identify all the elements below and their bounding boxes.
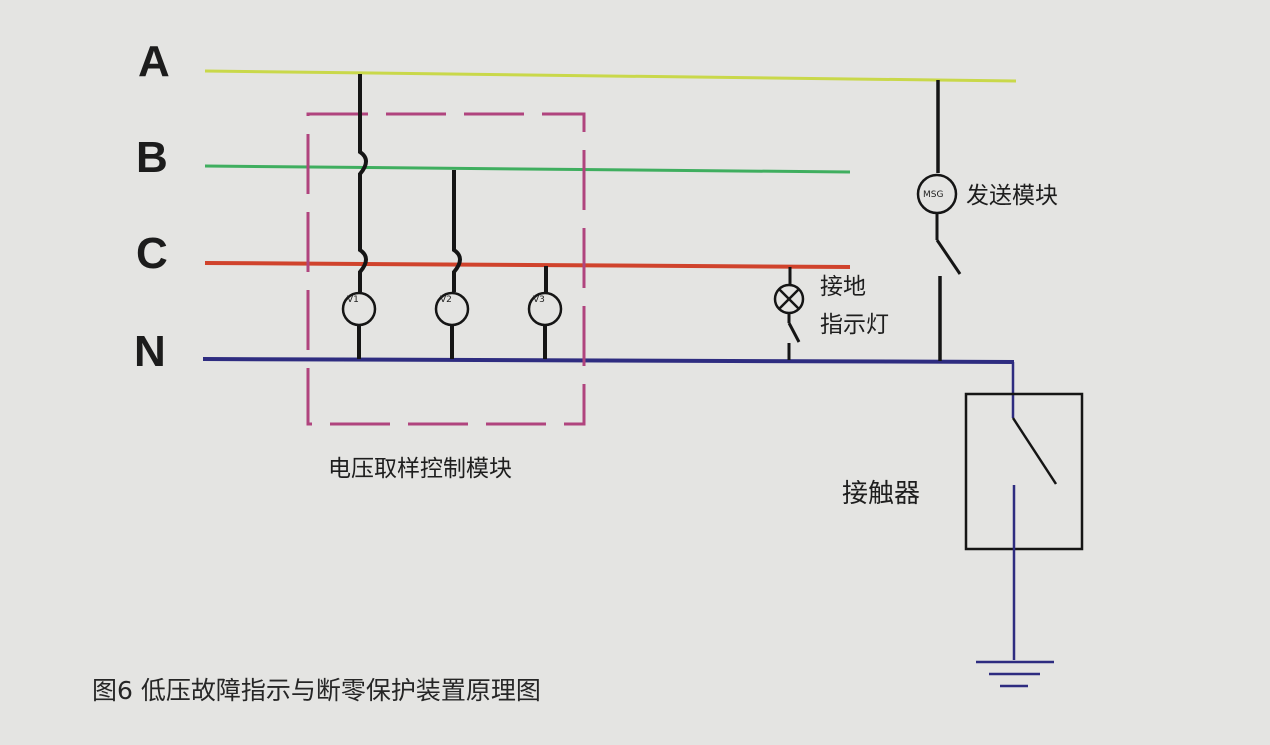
send-module-meter-label: MSG (923, 190, 943, 200)
phase-label-b: B (136, 133, 168, 182)
sampling-module-box (306, 112, 586, 426)
phase-label-c: C (136, 229, 168, 278)
phase-c-line (204, 261, 851, 269)
ground-indicator-lamp-icon (773, 283, 805, 315)
v3-meter-label: V3 (533, 295, 545, 305)
ground-lamp-label-line2: 指示灯 (820, 312, 889, 338)
neutral-line (202, 357, 1015, 364)
contactor-label: 接触器 (842, 479, 920, 509)
phase-b-line (204, 164, 851, 174)
send-switch-icon (935, 239, 962, 275)
phase-label-n: N (134, 327, 166, 376)
v1-wire-upper (358, 74, 368, 292)
ground-lamp-label-line1: 接地 (820, 274, 866, 300)
v2-wire-upper (452, 170, 462, 292)
v1-meter-label: V1 (347, 295, 359, 305)
figure-caption: 图6 低压故障指示与断零保护装置原理图 (92, 676, 541, 705)
contactor-box (964, 392, 1084, 551)
phase-a-line (204, 69, 1017, 83)
lamp-switch-icon (787, 322, 801, 343)
phase-label-a: A (138, 37, 170, 86)
ground-symbol-icon (976, 660, 1054, 688)
sampling-module-label: 电压取样控制模块 (328, 456, 512, 482)
contactor-switch-icon (1011, 417, 1058, 485)
v2-meter-label: V2 (440, 295, 452, 305)
send-module-label: 发送模块 (966, 183, 1058, 209)
